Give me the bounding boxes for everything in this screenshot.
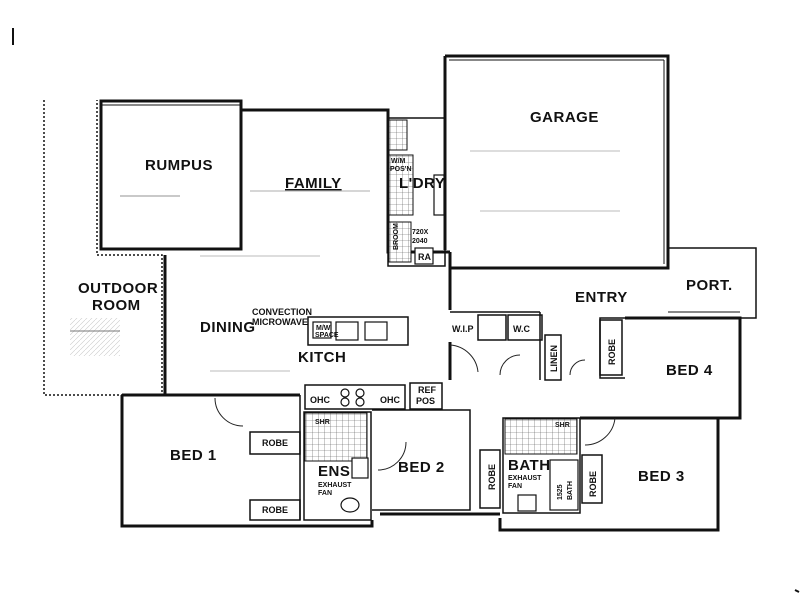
wm-label-line1: W/M [391,158,406,165]
robe-bed1-b-label: ROBE [262,505,288,515]
wip-door [477,314,507,341]
kitchen-bench [304,382,443,410]
bed4-label: BED 4 [666,362,713,379]
garage-label: GARAGE [530,109,599,126]
door-size-line1: 720X [412,229,429,236]
microwave-label: MICROWAVE [252,317,308,327]
robe-bed1-a [249,431,301,455]
bath-size-line2: BATH [567,481,574,500]
bath-label: BATH [508,457,551,474]
bed-3 [498,416,720,532]
bath-size-line1: 1525 [557,484,564,500]
door-size-line2: 2040 [412,238,428,245]
family-label: FAMILY [285,175,342,192]
robe-bed2-label: ROBE [487,464,497,490]
bed1-label: BED 1 [170,447,217,464]
wc-door [507,314,543,341]
door-swing [377,441,407,471]
ra-label: RA [418,252,431,262]
robe-bath-label: ROBE [588,471,598,497]
convection-label: CONVECTION [252,307,312,317]
robe-bed1-a-label: ROBE [262,438,288,448]
shr-label-ens: SHR [315,419,330,426]
laundry [387,117,446,267]
wm-label-line2: POS'N [390,166,412,173]
broom-label: BROOM [393,223,400,250]
ens-label: ENS [318,463,350,480]
robe-bed4 [599,319,623,376]
outdoor-label-line1: OUTDOOR [78,280,158,297]
kitchen-island [307,316,409,346]
ref-label-line2: POS [416,396,435,406]
scan-noise [70,150,620,372]
garage [443,54,670,270]
kitch-label: KITCH [298,349,346,366]
door-swing [449,344,479,373]
bed-2 [372,409,501,516]
scan-mark [794,589,800,593]
bed2-label: BED 2 [398,459,445,476]
port-label: PORT. [686,277,733,294]
bath-fan-label: FAN [508,483,522,490]
outdoor-room [43,100,163,396]
ens-fan-label: FAN [318,490,332,497]
ohc-label-2: OHC [380,395,401,405]
bath-exhaust-label: EXHAUST [508,475,542,482]
robe-bed4-label: ROBE [607,339,617,365]
bed3-label: BED 3 [638,468,685,485]
linen-cupboard [544,334,562,381]
robe-bed2 [479,449,501,509]
entry-label: ENTRY [575,289,628,306]
wc-label: W.C [513,324,530,334]
ohc-label-1: OHC [310,395,331,405]
rumpus-room [99,99,243,251]
ens-exhaust-label: EXHAUST [318,482,352,489]
linen-label: LINEN [549,345,559,372]
mw-space-line1: M/W [316,325,331,332]
laundry-label: L'DRY [399,175,445,192]
wip-label: W.I.P [452,324,474,334]
rumpus-label: RUMPUS [145,157,213,174]
door-swing [569,359,586,376]
bed-1 [120,393,374,528]
door-swing [499,354,521,376]
ref-label-line1: REF [418,385,437,395]
robe-bed1-b [249,499,301,521]
mw-space-line2: SPACE [315,332,339,339]
ref-position [409,382,443,410]
outdoor-label-line2: ROOM [92,297,141,314]
dining-label: DINING [200,319,256,336]
robe-bath [581,454,603,504]
ra-cabinet [414,247,434,265]
ensuite [303,411,372,521]
portico [668,247,757,319]
bathroom [502,417,603,514]
shr-label-bath: SHR [555,422,570,429]
